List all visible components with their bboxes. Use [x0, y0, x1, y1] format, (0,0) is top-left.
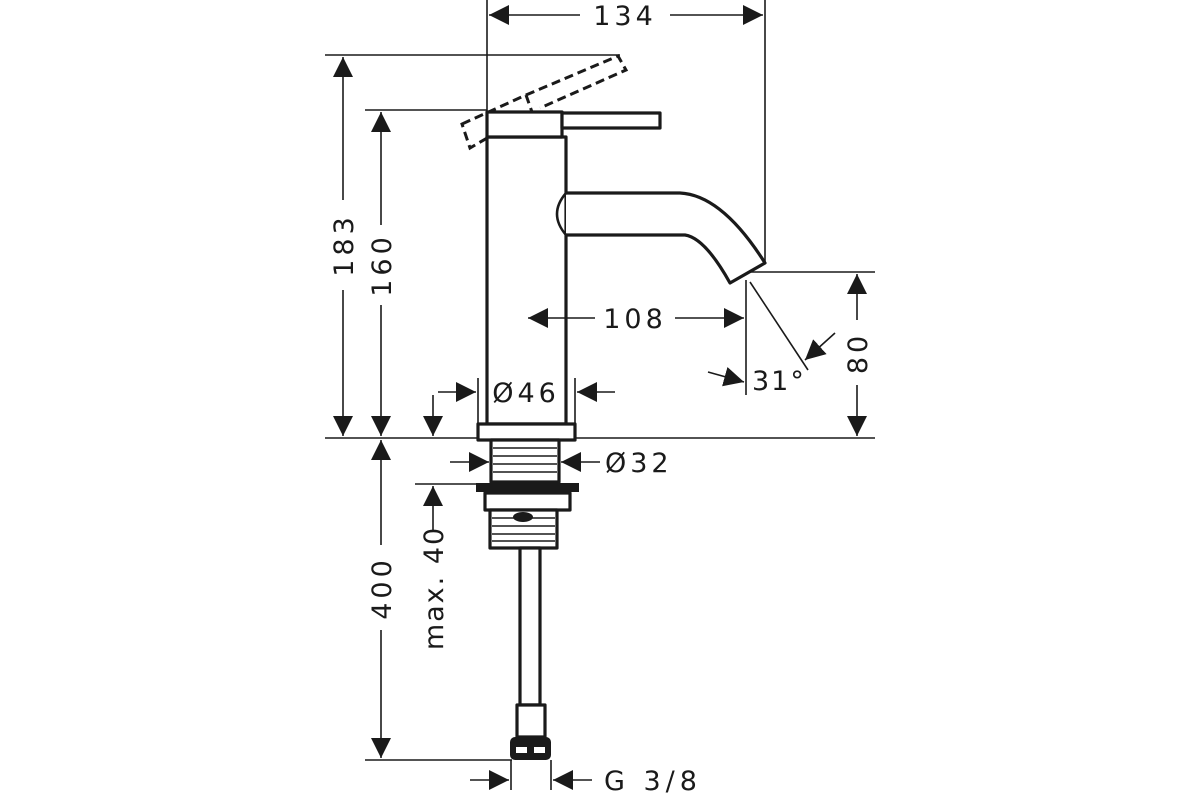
- handle-cap: [485, 110, 564, 139]
- handle-lever: [560, 111, 662, 130]
- hose-connector: [515, 703, 547, 739]
- lock-washer: [476, 483, 579, 492]
- dim-spout-height: 80: [843, 332, 874, 374]
- dim-hose-length: 400: [367, 556, 398, 620]
- dim-spout-reach: 108: [603, 304, 667, 335]
- dim-max-deck-thickness: max. 40: [419, 526, 450, 650]
- dim-total-width: 134: [593, 1, 657, 32]
- hose-nut: [510, 737, 551, 760]
- faucet-body: [485, 135, 568, 426]
- thread-lines: [493, 447, 557, 473]
- mounting-thread: [489, 438, 561, 484]
- faucet: [460, 54, 767, 760]
- dim-body-diameter: Ø46: [492, 378, 560, 409]
- dim-spout-angle: 31°: [752, 366, 806, 397]
- dimension-lines: [333, 5, 867, 790]
- spout-joint: [555, 192, 567, 236]
- base-ring: [476, 422, 577, 442]
- dim-total-height: 183: [329, 213, 360, 277]
- supply-hose: [518, 546, 542, 707]
- dim-body-height: 160: [367, 233, 398, 297]
- dim-thread-diameter: Ø32: [605, 448, 673, 479]
- dim-connection-thread: G 3/8: [604, 766, 702, 797]
- mounting-nut: [483, 491, 572, 512]
- spout: [566, 191, 767, 285]
- extension-lines: [325, 0, 875, 790]
- nut-clip: [513, 512, 533, 522]
